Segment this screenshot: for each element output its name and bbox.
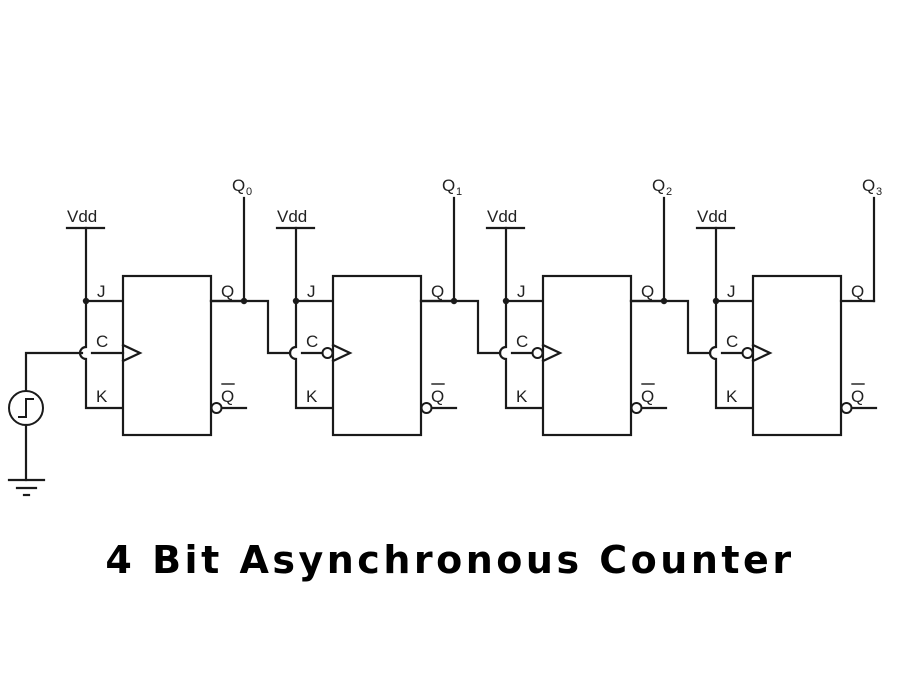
pin-label-c: C <box>516 332 528 351</box>
clock-wire <box>24 351 84 393</box>
jk-flip-flop-body <box>751 274 843 437</box>
output-label-q0: Q <box>232 176 245 195</box>
vdd-label: Vdd <box>67 207 97 226</box>
pin-label-j: J <box>727 282 736 301</box>
pin-label-q-bar: Q <box>221 387 234 406</box>
square-wave-glyph <box>18 398 34 418</box>
pin-label-q-bar: Q <box>431 387 444 406</box>
jk-flip-flop-body <box>541 274 633 437</box>
k-input-wire <box>78 299 125 410</box>
output-label-subscript: 0 <box>246 186 252 198</box>
clock-source <box>7 351 84 497</box>
pin-label-q-bar: Q <box>851 387 864 406</box>
output-label-q3: Q <box>862 176 875 195</box>
clock-edge-icon <box>331 343 353 363</box>
pin-label-j: J <box>517 282 526 301</box>
clock-inversion-bubble <box>321 347 334 359</box>
pin-label-k: K <box>516 387 528 406</box>
pin-label-q-bar: Q <box>641 387 654 406</box>
clock-edge-icon <box>121 343 143 363</box>
pin-label-c: C <box>726 332 738 351</box>
output-label-subscript: 2 <box>666 186 672 198</box>
clock-edge-icon <box>751 343 773 363</box>
diagram-title: 4 Bit Asynchronous Counter <box>105 538 795 582</box>
clock-edge-icon <box>541 343 563 363</box>
pin-label-q: Q <box>431 282 444 301</box>
pin-label-q: Q <box>851 282 864 301</box>
pin-label-c: C <box>306 332 318 351</box>
jk-flip-flop-body <box>121 274 213 437</box>
vdd-label: Vdd <box>277 207 307 226</box>
ripple-clock-wire <box>419 299 502 355</box>
pin-label-j: J <box>307 282 316 301</box>
jk-flip-flop-body <box>331 274 423 437</box>
vdd-label: Vdd <box>487 207 517 226</box>
q-bar-inversion-bubble <box>630 402 643 414</box>
ripple-clock-wire <box>629 299 712 355</box>
clock-inversion-bubble <box>741 347 754 359</box>
q-bar-inversion-bubble <box>840 402 853 414</box>
pin-label-k: K <box>96 387 108 406</box>
pin-label-j: J <box>97 282 106 301</box>
ground-icon <box>7 478 46 497</box>
ripple-clock-wire <box>209 299 292 355</box>
output-label-q1: Q <box>442 176 455 195</box>
pin-label-c: C <box>96 332 108 351</box>
pin-label-k: K <box>306 387 318 406</box>
clock-inversion-bubble <box>531 347 544 359</box>
pin-label-k: K <box>726 387 738 406</box>
q-bar-inversion-bubble <box>420 402 433 414</box>
pin-label-q: Q <box>221 282 234 301</box>
output-label-subscript: 1 <box>456 186 462 198</box>
vdd-label: Vdd <box>697 207 727 226</box>
pin-label-q: Q <box>641 282 654 301</box>
output-label-q2: Q <box>652 176 665 195</box>
output-label-subscript: 3 <box>876 186 882 198</box>
q-bar-inversion-bubble <box>210 402 223 414</box>
